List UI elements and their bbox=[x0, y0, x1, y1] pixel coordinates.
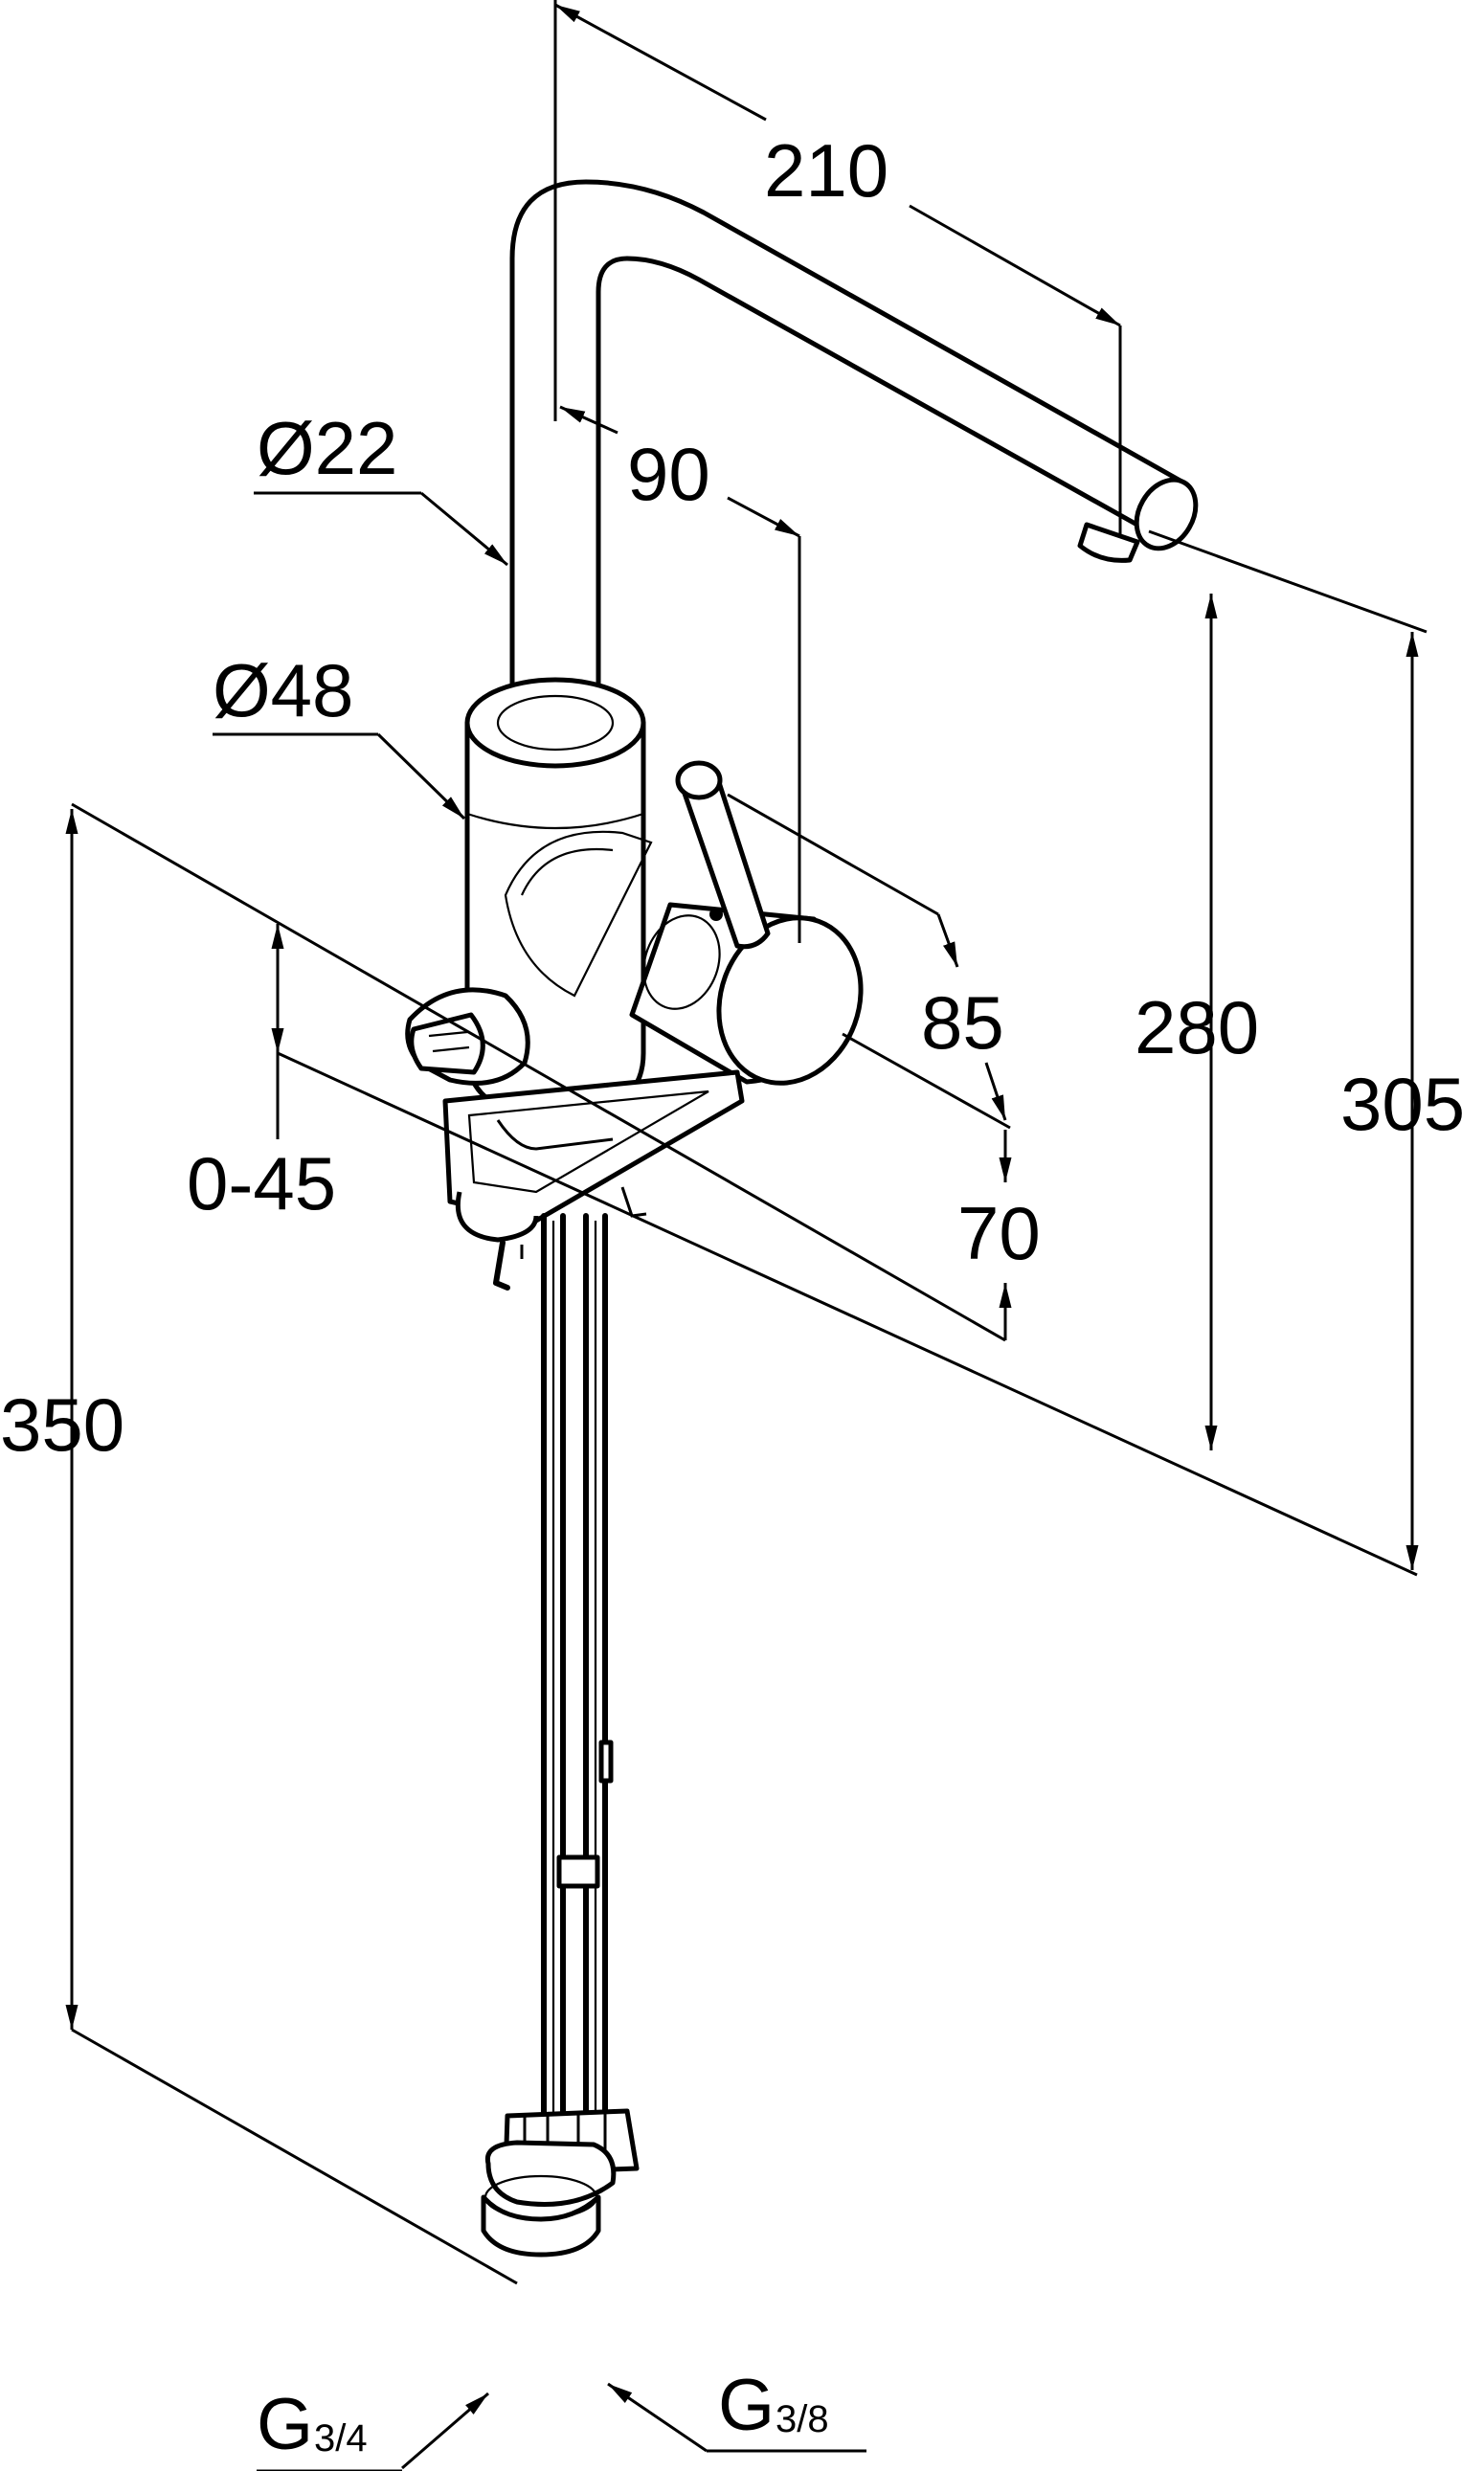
hose-fittings bbox=[481, 2108, 640, 2258]
dim-hose-length-label: 350 bbox=[0, 1382, 124, 1467]
dimension-spout-height: 280 bbox=[1135, 529, 1428, 1450]
dimension-installation-depth: 0-45 bbox=[187, 924, 336, 1225]
dim-installation-depth-label: 0-45 bbox=[187, 1141, 336, 1225]
dimension-projection: 210 bbox=[553, 0, 1122, 536]
thread-callout-left: G 3/4 bbox=[257, 2384, 489, 2471]
dim-lever-clearance-label: 85 bbox=[921, 980, 1004, 1065]
dim-spout-diameter-label: Ø22 bbox=[257, 406, 397, 490]
dim-angle-label: 90 bbox=[627, 432, 710, 516]
dim-total-height-label: 305 bbox=[1340, 1062, 1465, 1146]
dim-projection-label: 210 bbox=[764, 128, 888, 213]
dimension-angle: 90 bbox=[559, 405, 801, 943]
dimension-total-height: 305 bbox=[1340, 632, 1465, 1570]
shutoff-knob bbox=[405, 987, 530, 1086]
mounting-bracket bbox=[442, 1069, 745, 1291]
thread-left-main: G bbox=[257, 2384, 313, 2465]
dimension-body-diameter: Ø48 bbox=[213, 648, 466, 820]
thread-right-main: G bbox=[718, 2365, 775, 2446]
thread-callout-right: G 3/8 bbox=[607, 2365, 866, 2453]
dim-base-height-label: 70 bbox=[957, 1191, 1041, 1275]
thread-left-fraction: 3/4 bbox=[314, 2417, 368, 2460]
dimension-lever-clearance: 85 bbox=[727, 793, 1011, 1130]
thread-right-fraction: 3/8 bbox=[776, 2398, 829, 2440]
mixer-lever bbox=[629, 760, 864, 1086]
dimension-base-height: 70 bbox=[957, 1130, 1041, 1340]
supply-hoses bbox=[541, 1213, 614, 2123]
dimension-spout-diameter: Ø22 bbox=[254, 406, 508, 567]
countertop-reference-line bbox=[71, 802, 1418, 1577]
dim-spout-height-label: 280 bbox=[1135, 985, 1259, 1069]
dimension-hose-length: 350 bbox=[0, 809, 518, 2285]
faucet-spout bbox=[509, 179, 1199, 702]
dim-body-diameter-label: Ø48 bbox=[213, 648, 353, 732]
